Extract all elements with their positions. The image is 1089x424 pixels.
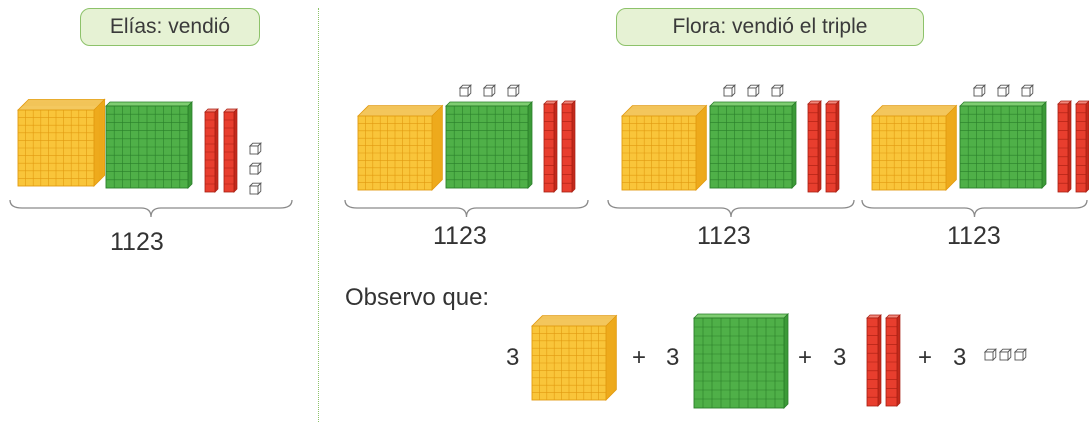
flora-group-3-unit-2 [996,84,1010,98]
elias-total: 1123 [110,228,164,256]
obs-hundred-flat [693,313,789,409]
flora-group-1-ten-rod-2 [561,100,576,193]
elias-brace [9,199,293,218]
elias-thousand-cube [17,98,106,187]
plus-2: + [798,344,813,371]
obs-ten-rod-1 [866,314,882,407]
flora-group-2-unit-2 [746,84,760,98]
flora-label: Flora: vendió el triple [616,8,924,46]
section-divider [318,8,319,422]
flora-group-2-unit-3 [770,84,784,98]
flora-group-3-total: 1123 [947,222,1001,250]
coef-cube: 3 [506,344,520,371]
flora-group-3-unit-1 [972,84,986,98]
obs-unit-1 [983,348,997,362]
flora-label-text: Flora: vendió el triple [672,15,868,38]
elias-label-text: Elías: vendió [109,15,231,38]
obs-unit-2 [998,348,1012,362]
obs-ten-rod-2 [885,314,901,407]
flora-group-1-brace [344,199,589,218]
flora-group-3-thousand-cube [871,104,958,191]
coef-rod: 3 [833,344,847,371]
flora-group-1-total: 1123 [433,222,487,250]
elias-ten-rod-2 [223,108,238,193]
elias-ten-rod-1 [204,108,219,193]
plus-1: + [632,344,647,371]
flora-group-1-unit-3 [506,84,520,98]
flora-group-3-unit-3 [1020,84,1034,98]
flora-group-2-thousand-cube [621,104,708,191]
flora-group-2-hundred-flat [709,101,797,189]
flora-group-3-ten-rod-2 [1075,100,1089,193]
obs-thousand-cube [531,314,618,401]
flora-group-3-ten-rod-1 [1057,100,1072,193]
flora-group-2-total: 1123 [697,222,751,250]
plus-3: + [918,344,933,371]
elias-label: Elías: vendió [80,8,260,46]
flora-group-1-unit-2 [482,84,496,98]
coef-flat: 3 [666,344,680,371]
elias-hundred-flat [105,101,193,189]
flora-group-1-unit-1 [458,84,472,98]
elias-unit-2 [248,162,262,176]
flora-group-2-brace [607,199,855,218]
coef-unit: 3 [953,344,967,371]
flora-group-3-hundred-flat [959,101,1047,189]
flora-group-3-brace [861,199,1088,218]
flora-group-2-ten-rod-1 [807,100,822,193]
observation-label: Observo que: [345,284,490,311]
obs-unit-3 [1013,348,1027,362]
flora-group-2-unit-1 [722,84,736,98]
elias-unit-3 [248,182,262,196]
flora-group-2-ten-rod-2 [825,100,840,193]
flora-group-1-ten-rod-1 [543,100,558,193]
flora-group-1-thousand-cube [357,104,444,191]
elias-unit-1 [248,142,262,156]
flora-group-1-hundred-flat [445,101,533,189]
